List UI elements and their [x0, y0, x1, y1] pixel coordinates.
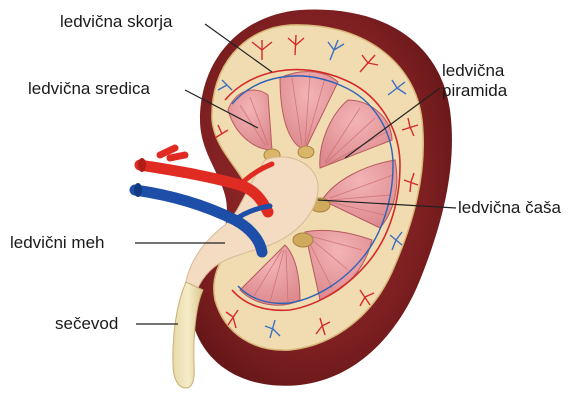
label-renal-pyramid: ledvična piramida — [442, 61, 507, 101]
label-ureter: sečevod — [55, 314, 118, 334]
label-renal-pyramid-line1: ledvična — [442, 61, 507, 81]
label-renal-medulla: ledvična sredica — [28, 79, 150, 99]
label-renal-cortex: ledvična skorja — [60, 12, 172, 32]
label-renal-calyx: ledvična čaša — [458, 198, 561, 218]
label-renal-pelvis: ledvični meh — [10, 233, 105, 253]
label-renal-pyramid-line2: piramida — [442, 81, 507, 101]
